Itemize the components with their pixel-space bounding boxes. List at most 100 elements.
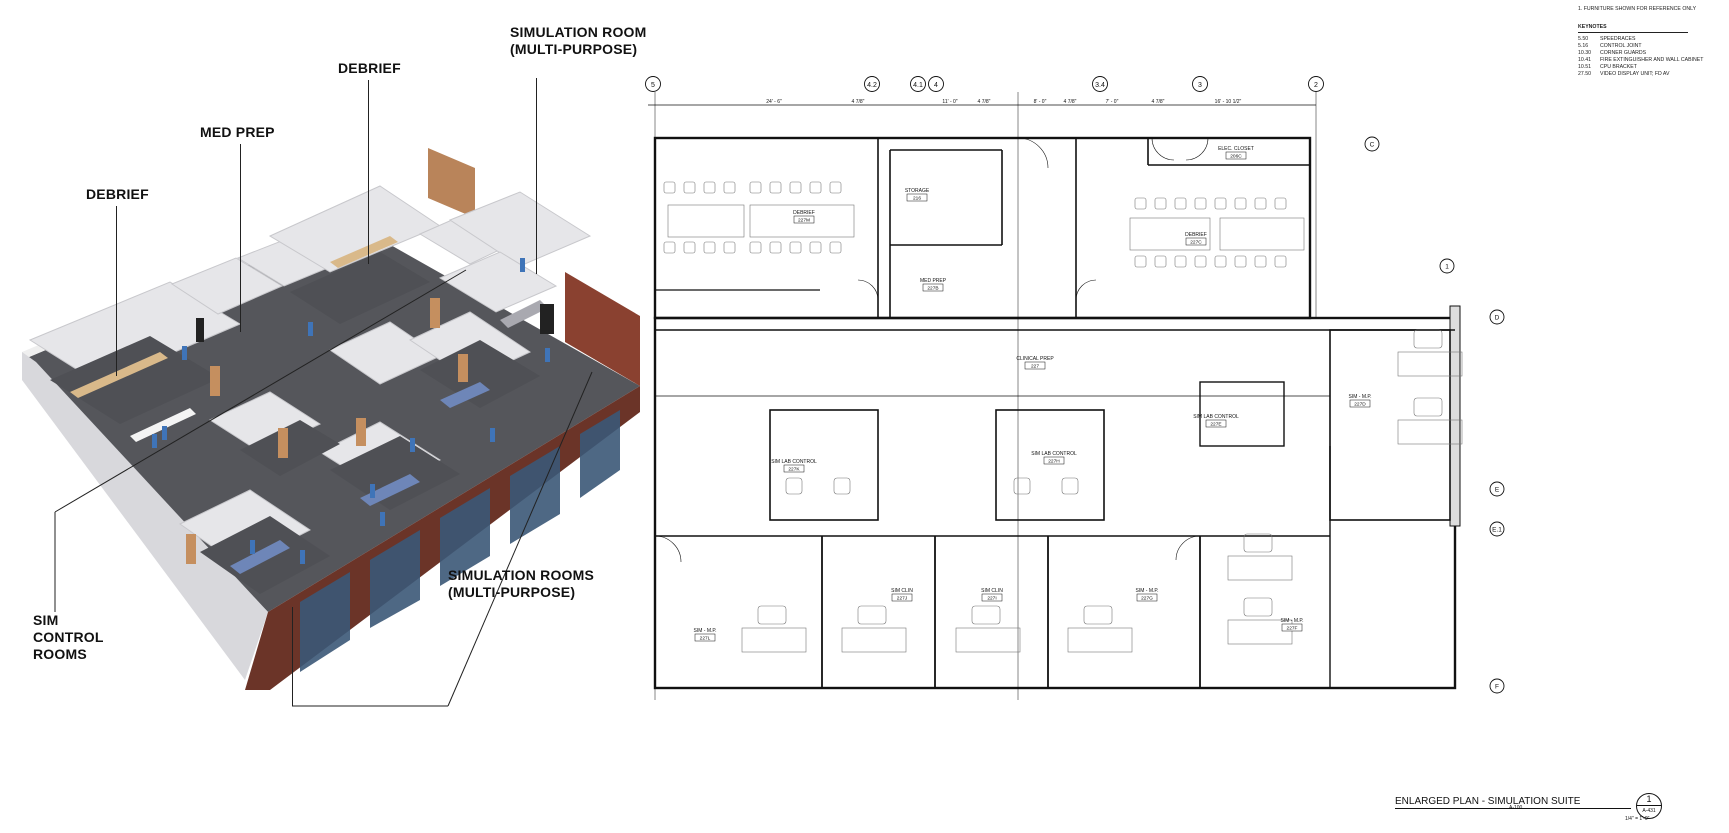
dimension-label: 7' - 0" — [1106, 99, 1119, 105]
svg-text:227K: 227K — [788, 467, 800, 473]
detail-tag: 1 A-431 — [1636, 793, 1662, 819]
grid-tag: 2 — [1308, 76, 1324, 92]
plan-scale: 1/4" = 1'-0" — [1625, 816, 1650, 822]
keynote-text: FIRE EXTINGUISHER AND WALL CABINET — [1600, 57, 1704, 63]
render-wall-west — [22, 352, 268, 680]
svg-text:3.4: 3.4 — [1095, 82, 1105, 89]
label-sim-room: SIMULATION ROOM (MULTI-PURPOSE) — [510, 24, 647, 58]
room-label: SIM - M.P. 227L — [694, 628, 717, 642]
leader-med-prep — [240, 144, 241, 332]
keynote-code: 5.16 — [1578, 43, 1589, 49]
svg-text:DEBRIEF: DEBRIEF — [1185, 232, 1207, 238]
dimension-label: 4 7/8" — [1064, 99, 1077, 105]
svg-text:SIM LAB CONTROL: SIM LAB CONTROL — [771, 459, 817, 465]
label-med-prep: MED PREP — [200, 124, 275, 140]
label-sim-rooms-l1: SIMULATION ROOMS — [448, 567, 595, 583]
render-people — [152, 258, 550, 564]
svg-text:227B: 227B — [927, 286, 938, 292]
svg-text:SIM - M.P.: SIM - M.P. — [694, 628, 717, 634]
dimension-label: 11' - 0" — [942, 99, 957, 105]
leader-debrief-left — [116, 206, 117, 376]
plan-dimensions: 24' - 6"4 7/8"11' - 0"4 7/8"8' - 0"4 7/8… — [766, 99, 1241, 105]
leader-diagonals — [54, 269, 593, 707]
keynote-text: SPEEDRACES — [1600, 36, 1636, 42]
label-sim-control-l2: CONTROL — [33, 629, 104, 645]
svg-text:SIM CLIN: SIM CLIN — [981, 588, 1003, 594]
label-sim-control-l1: SIM — [33, 612, 59, 628]
svg-text:MED PREP: MED PREP — [920, 278, 947, 284]
keynote-text: VIDEO DISPLAY UNIT; FD AV — [1600, 71, 1670, 77]
svg-text:227L: 227L — [700, 636, 711, 642]
keynote-code: 10.30 — [1578, 50, 1591, 56]
svg-text:ELEC. CLOSET: ELEC. CLOSET — [1218, 146, 1254, 152]
leader-debrief-top — [368, 80, 369, 264]
svg-text:E: E — [1495, 487, 1500, 494]
svg-text:227I: 227I — [987, 596, 996, 602]
plan-title: ENLARGED PLAN - SIMULATION SUITE — [1395, 796, 1631, 809]
svg-text:227H: 227H — [1048, 459, 1060, 465]
label-sim-room-l1: SIMULATION ROOM — [510, 24, 647, 40]
svg-text:5: 5 — [651, 82, 655, 89]
svg-text:CLINICAL PREP: CLINICAL PREP — [1016, 356, 1054, 362]
keynote-code: 10.41 — [1578, 57, 1591, 63]
svg-text:SIM - M.P.: SIM - M.P. — [1136, 588, 1159, 594]
grid-tag: 3 — [1192, 76, 1208, 92]
svg-text:227C: 227C — [1190, 240, 1202, 246]
svg-text:227D: 227D — [1354, 402, 1366, 408]
svg-text:227E: 227E — [1210, 422, 1221, 428]
room-label: MED PREP 227B — [920, 278, 947, 292]
title-block: ENLARGED PLAN - SIMULATION SUITE A-100 1… — [1395, 796, 1649, 825]
general-note: 1. FURNITURE SHOWN FOR REFERENCE ONLY — [1578, 6, 1697, 12]
keynote-code: 5.50 — [1578, 36, 1589, 42]
dimension-label: 4 7/8" — [978, 99, 991, 105]
keynotes-title: KEYNOTES — [1578, 24, 1688, 33]
svg-text:227G: 227G — [1141, 596, 1153, 602]
svg-text:206C: 206C — [1230, 154, 1242, 160]
label-sim-control: SIM CONTROL ROOMS — [33, 612, 104, 663]
room-label: ELEC. CLOSET 206C — [1218, 146, 1254, 160]
grid-tag: 3.4 — [1092, 76, 1108, 92]
svg-text:227F: 227F — [1287, 626, 1298, 632]
render-wood-wall-2 — [565, 272, 640, 386]
room-label: SIM LAB CONTROL 227E — [1193, 414, 1239, 428]
leader-sim-room — [536, 78, 537, 274]
keynote-row: 10.41 FIRE EXTINGUISHER AND WALL CABINET — [1578, 57, 1703, 64]
svg-text:227J: 227J — [897, 596, 908, 602]
svg-text:F: F — [1495, 684, 1499, 691]
plan-notes: 1. FURNITURE SHOWN FOR REFERENCE ONLY KE… — [1578, 6, 1703, 78]
grid-tag: 4.2 — [864, 76, 880, 92]
room-label: SIM - M.P. 227F — [1281, 618, 1304, 632]
grid-tag: C — [1364, 136, 1380, 152]
render-doors — [186, 298, 468, 564]
svg-text:4.1: 4.1 — [913, 82, 923, 89]
keynote-row: 5.50 SPEEDRACES — [1578, 36, 1703, 43]
svg-text:1: 1 — [1445, 264, 1449, 271]
svg-text:2: 2 — [1314, 82, 1318, 89]
label-sim-rooms-l2: (MULTI-PURPOSE) — [448, 584, 576, 600]
dimension-label: 4 7/8" — [1152, 99, 1165, 105]
svg-text:E.1: E.1 — [1492, 527, 1502, 534]
grid-tag: E — [1489, 481, 1505, 497]
grid-tag: F — [1489, 678, 1505, 694]
svg-text:SIM LAB CONTROL: SIM LAB CONTROL — [1193, 414, 1239, 420]
svg-text:SIM - M.P.: SIM - M.P. — [1281, 618, 1304, 624]
grid-tag: 5 — [645, 76, 661, 92]
render-interior-walls — [28, 185, 592, 567]
label-debrief-left: DEBRIEF — [86, 186, 149, 202]
dimension-label: 4 7/8" — [852, 99, 865, 105]
detail-sheet: A-431 — [1642, 808, 1656, 814]
svg-text:C: C — [1370, 142, 1375, 149]
room-label: SIM - M.P. 227G — [1136, 588, 1159, 602]
svg-text:4.2: 4.2 — [867, 82, 877, 89]
svg-text:3: 3 — [1198, 82, 1202, 89]
